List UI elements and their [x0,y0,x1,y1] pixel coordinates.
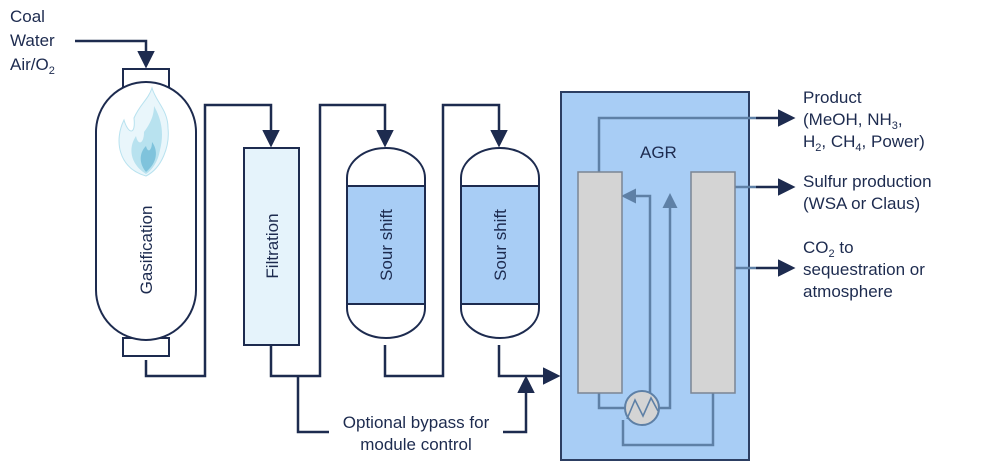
sour-shift-2-label: Sour shift [491,209,510,281]
svg-text:Optional bypass for: Optional bypass for [343,413,490,432]
bypass-label: Optional bypass for module control [343,413,490,454]
sulfur-output-label: Sulfur production (WSA or Claus) [803,172,932,213]
sour-shift-reactor-1 [346,147,426,339]
input-labels: Coal Water Air/O2 [10,7,55,77]
filtration-unit [243,147,300,346]
product-output-label: Product (MeOH, NH3, H2, CH4, Power) [803,88,925,154]
input-coal: Coal [10,7,45,26]
process-lines [75,39,796,434]
sour-shift-1-label: Sour shift [377,209,396,281]
svg-text:Sulfur production: Sulfur production [803,172,932,191]
sour-shift-reactor-2 [460,147,540,339]
svg-text:H2, CH4, Power): H2, CH4, Power) [803,132,925,154]
input-water: Water [10,31,55,50]
svg-text:CO2 to: CO2 to [803,238,854,260]
svg-text:module control: module control [360,435,472,454]
svg-text:sequestration or: sequestration or [803,260,925,279]
svg-text:atmosphere: atmosphere [803,282,893,301]
filtration-label: Filtration [263,213,282,278]
co2-output-label: CO2 to sequestration or atmosphere [803,238,925,301]
flame-icon [118,86,169,177]
agr-label: AGR [640,143,677,162]
input-air-o2: Air/O2 [10,55,55,77]
agr-regenerator-column [690,171,736,394]
agr-internal-piping [597,116,756,447]
gasification-label: Gasification [137,206,156,295]
agr-absorber-column [577,171,623,394]
svg-text:(MeOH, NH3,: (MeOH, NH3, [803,110,903,132]
svg-text:(WSA or Claus): (WSA or Claus) [803,194,920,213]
svg-text:Product: Product [803,88,862,107]
heat-exchanger-icon [624,390,660,426]
